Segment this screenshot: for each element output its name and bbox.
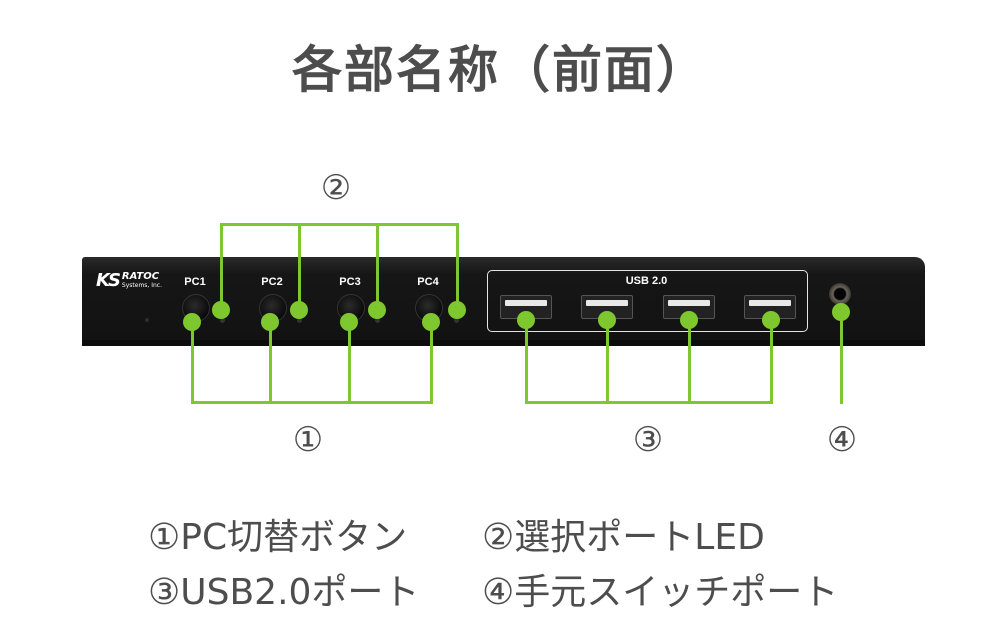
usb-dot-4 — [762, 311, 780, 329]
button-bracket-bottom — [191, 401, 433, 404]
usb-leader-2 — [606, 320, 609, 404]
usb-leader-1 — [525, 320, 528, 404]
usb-dot-2 — [598, 311, 616, 329]
legend-item-1: ①PC切替ボタン — [148, 517, 408, 558]
logo-name: RATOC — [121, 270, 160, 282]
led-dot-1 — [212, 301, 230, 319]
usb-leader-4 — [770, 320, 773, 404]
led-leader-1 — [220, 223, 223, 310]
led-bracket-top — [220, 223, 459, 226]
callout-3-number: ③ — [632, 420, 664, 460]
device-bottom-edge — [82, 340, 925, 346]
legend-item-4: ④手元スイッチポート — [482, 572, 839, 613]
pc1-label: PC1 — [184, 276, 206, 288]
jack-dot — [832, 303, 850, 321]
logo-mark-icon: KS — [96, 270, 121, 291]
button-dot-3 — [340, 313, 358, 331]
button-dot-2 — [261, 313, 279, 331]
remote-switch-port[interactable] — [829, 283, 851, 305]
usb-port-3[interactable] — [663, 295, 715, 319]
pc3-label: PC3 — [339, 276, 361, 288]
jack-leader — [840, 312, 843, 404]
ratoc-logo: KS RATOC Systems, Inc. — [96, 270, 162, 291]
usb-dot-1 — [517, 311, 535, 329]
led-leader-4 — [456, 223, 459, 310]
button-leader-3 — [348, 320, 351, 404]
button-leader-2 — [269, 320, 272, 404]
button-leader-1 — [191, 320, 194, 404]
button-leader-4 — [430, 320, 433, 404]
logo-subname: Systems, Inc. — [121, 281, 163, 289]
led-leader-3 — [376, 223, 379, 310]
usb-panel-frame — [487, 270, 808, 332]
usb-bracket-bottom — [525, 401, 773, 404]
legend-item-3: ③USB2.0ポート — [148, 572, 420, 613]
page-title: 各部名称（前面） — [292, 41, 708, 99]
pc2-led-icon — [297, 318, 302, 323]
button-dot-4 — [422, 313, 440, 331]
callout-2-number: ② — [320, 168, 352, 208]
legend-item-2: ②選択ポートLED — [482, 517, 765, 558]
pc3-led-icon — [375, 318, 380, 323]
pinhole-icon — [145, 318, 149, 322]
led-dot-3 — [368, 301, 386, 319]
callout-1-number: ① — [292, 420, 324, 460]
pc4-label: PC4 — [417, 276, 439, 288]
button-dot-1 — [183, 313, 201, 331]
led-dot-4 — [448, 301, 466, 319]
callout-4-number: ④ — [826, 420, 858, 460]
led-leader-2 — [298, 223, 301, 310]
usb-panel-label: USB 2.0 — [625, 275, 668, 287]
usb-dot-3 — [680, 311, 698, 329]
pc4-led-icon — [454, 318, 459, 323]
led-dot-2 — [290, 301, 308, 319]
usb-leader-3 — [688, 320, 691, 404]
pc1-led-icon — [220, 318, 225, 323]
pc2-label: PC2 — [261, 276, 283, 288]
